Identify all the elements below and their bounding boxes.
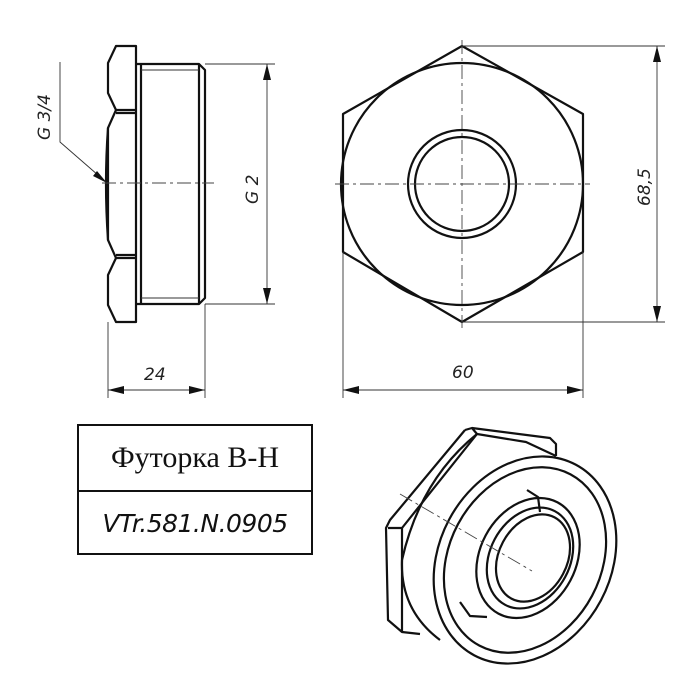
- length-dimension: 24: [144, 365, 166, 385]
- inner-thread-label: G 3/4: [35, 94, 55, 140]
- isometric-view: [384, 426, 618, 665]
- title-block: Футорка В-Н VTr.581.N.0905: [77, 424, 313, 555]
- part-title: Футорка В-Н: [79, 426, 311, 492]
- outer-thread-label: G 2: [243, 175, 263, 204]
- front-view: 68,5 60: [335, 40, 665, 398]
- part-number: VTr.581.N.0905: [102, 509, 288, 538]
- width-across-flats: 60: [452, 363, 474, 383]
- side-view: G 3/4 G 2 24: [35, 44, 275, 398]
- width-across-corners: 68,5: [635, 168, 655, 206]
